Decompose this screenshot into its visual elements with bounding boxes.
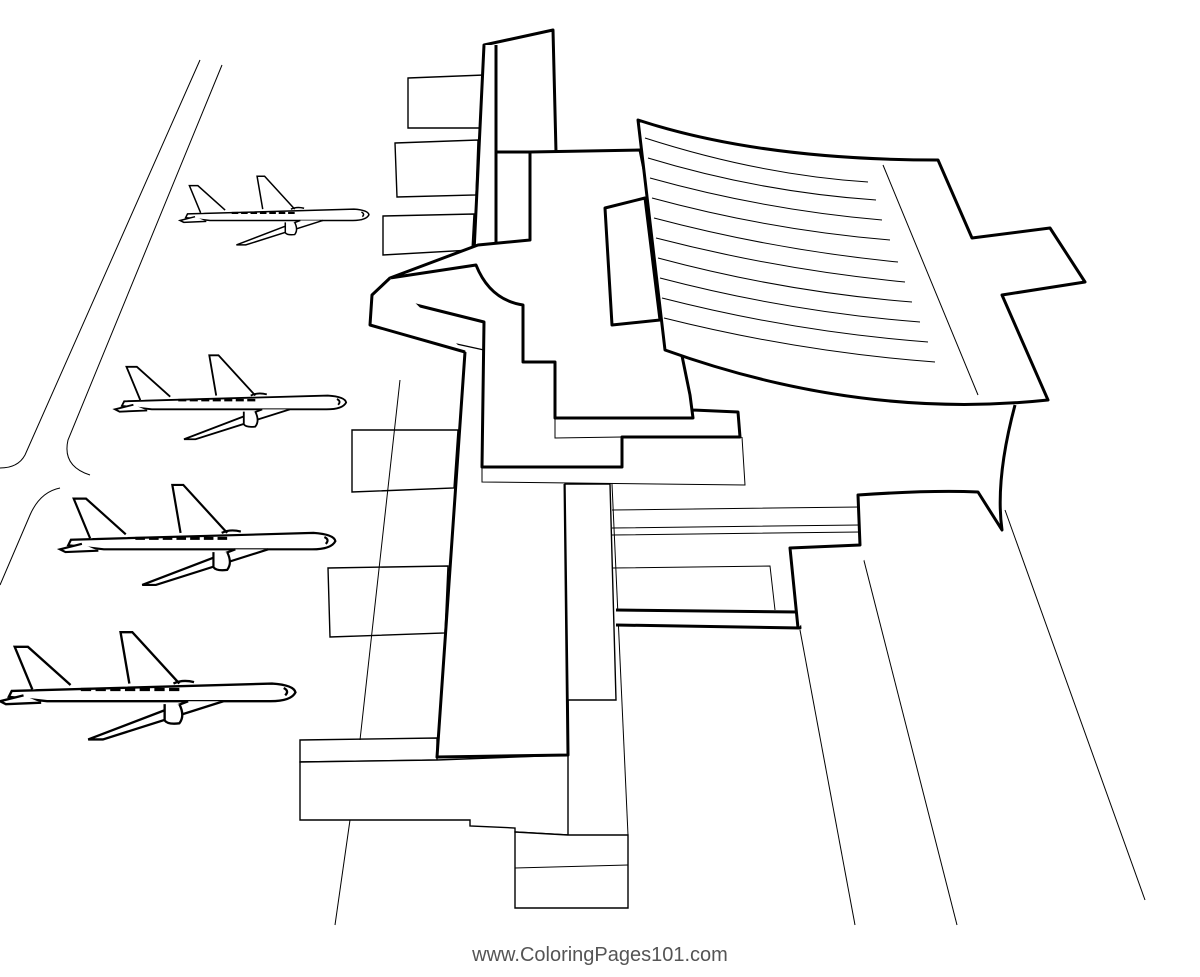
- airplane-2: [113, 354, 348, 441]
- watermark: www.ColoringPages101.com: [472, 944, 728, 966]
- runway-lines: [0, 59, 1146, 926]
- roof-stripes: [644, 137, 936, 363]
- airplane-1: [178, 175, 370, 246]
- airplane-4: [0, 630, 298, 742]
- terminal-building: [299, 28, 1087, 909]
- airplane-3: [58, 483, 337, 587]
